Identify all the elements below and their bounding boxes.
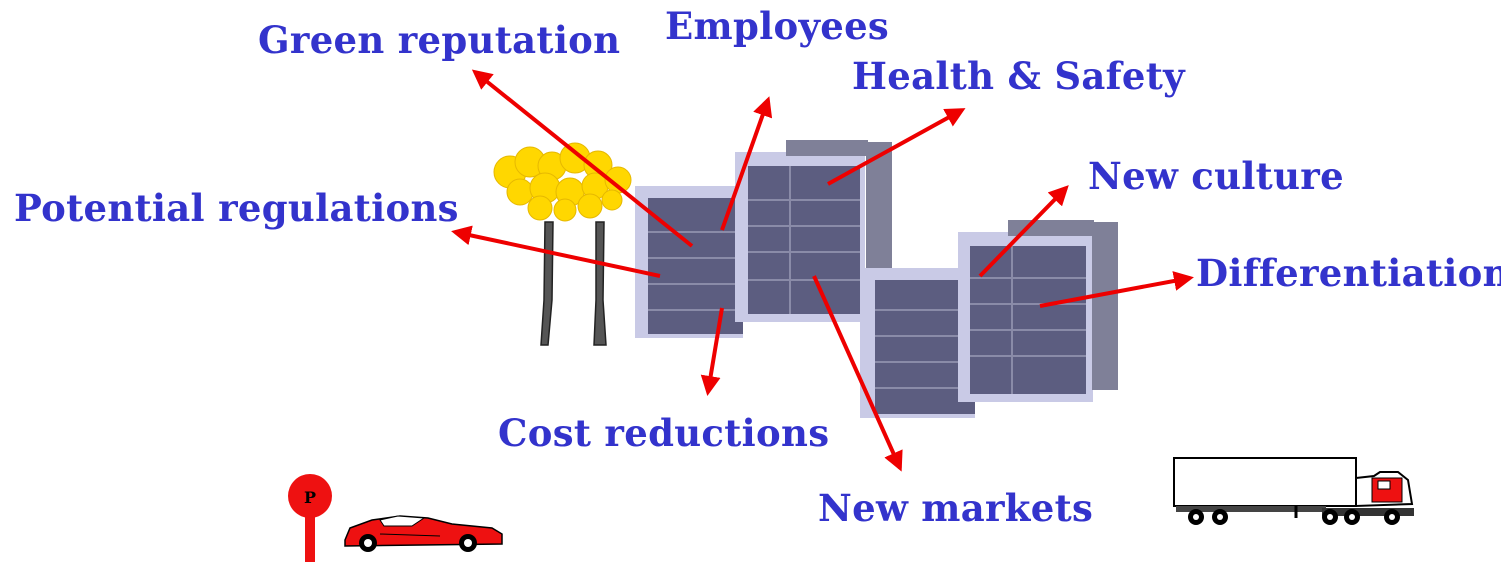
label-employees: Employees (665, 4, 890, 48)
arrow-employees (720, 96, 773, 231)
smoke-cloud-icon (493, 142, 632, 222)
label-health-safety: Health & Safety (852, 54, 1185, 98)
arrow-differentiation (1039, 271, 1194, 308)
label-differentiation: Differentiation (1196, 251, 1501, 295)
label-potential-regulations: Potential regulations (14, 186, 459, 230)
arrow-potential-regulations (451, 225, 661, 278)
arrow-health-safety (827, 108, 966, 186)
arrow-new-culture (978, 185, 1069, 278)
chimney-icon (540, 221, 607, 346)
arrow-green-reputation (471, 69, 694, 248)
arrow-new-markets (812, 275, 903, 472)
label-cost-reductions: Cost reductions (498, 411, 830, 455)
factory-buildings-icon (635, 140, 1118, 418)
parking-sign-letter: P (304, 488, 316, 507)
label-green-reputation: Green reputation (258, 18, 621, 62)
truck-trailer-icon (1173, 457, 1414, 525)
label-new-culture: New culture (1088, 154, 1344, 198)
red-sports-car-icon (344, 515, 503, 552)
arrows (451, 69, 1194, 472)
label-new-markets: New markets (818, 486, 1094, 530)
parking-sign-icon: P (288, 474, 332, 562)
arrow-cost-reductions (700, 307, 724, 396)
